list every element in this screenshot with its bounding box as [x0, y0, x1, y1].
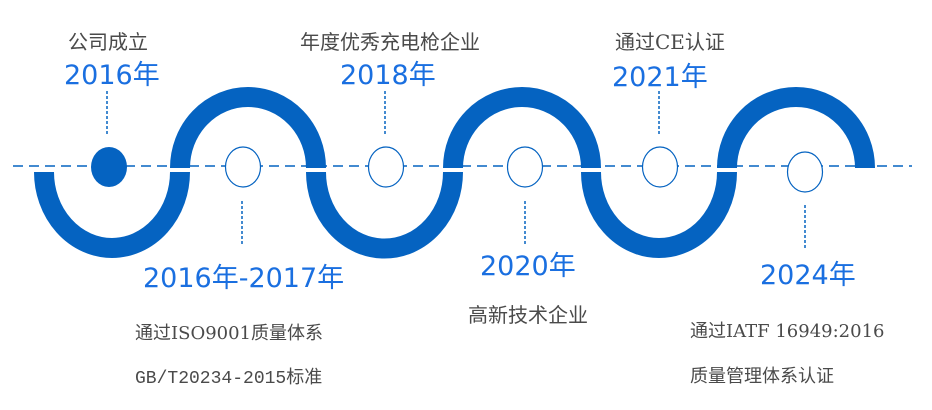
milestone-year: 2016年 — [64, 60, 160, 91]
milestone-year: 2016年-2017年 — [143, 263, 345, 294]
milestone-title: 高新技术企业 — [468, 303, 588, 327]
milestone-description-line: 通过ISO9001质量体系 — [135, 323, 324, 344]
milestone-marker-hollow — [641, 146, 679, 188]
milestone-year: 2024年 — [760, 260, 856, 291]
wave-arc-bottom-2 — [306, 171, 463, 259]
milestone-title: 通过CE认证 — [615, 30, 725, 54]
milestone-title: 公司成立 — [68, 30, 148, 54]
wave-arc-top-1 — [170, 87, 326, 169]
wave-arc-top-2 — [443, 87, 601, 169]
wave-arc-bottom-3 — [581, 171, 737, 258]
milestone-marker-hollow — [506, 146, 544, 188]
milestone-year: 2018年 — [340, 60, 436, 91]
milestone-description-line: GB/T20234-2015标准 — [135, 369, 323, 389]
milestone-description-line: 通过IATF 16949:2016 — [690, 321, 885, 342]
milestone-year: 2020年 — [480, 251, 576, 282]
wave-arc-top-3 — [717, 87, 875, 169]
milestone-title: 年度优秀充电枪企业 — [300, 30, 480, 54]
wave-arc-bottom-1 — [34, 171, 190, 258]
milestone-marker-filled — [91, 147, 127, 187]
milestone-marker-hollow — [367, 146, 405, 188]
wave-path — [34, 87, 875, 259]
milestone-marker-hollow — [786, 151, 824, 193]
milestone-year: 2021年 — [612, 62, 708, 93]
milestone-marker-hollow — [224, 146, 262, 188]
milestone-description-line: 质量管理体系认证 — [690, 366, 834, 387]
